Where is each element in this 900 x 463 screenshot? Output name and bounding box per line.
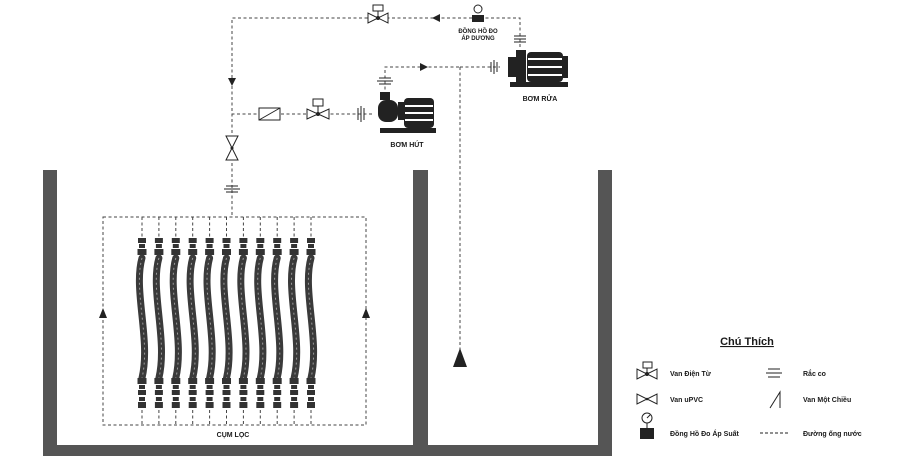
union-coupling-vertical	[224, 185, 240, 193]
solenoid-valve-suction	[306, 98, 330, 120]
suction-pump-label: BƠM HÚT	[390, 140, 424, 149]
suction-pump-icon	[378, 92, 436, 133]
legend-label-solenoid: Van Điện Từ	[670, 371, 712, 378]
legend-title: Chú Thích	[720, 336, 774, 348]
union-coupling-right	[490, 60, 498, 74]
filter-element	[152, 217, 165, 425]
filter-element	[237, 217, 250, 425]
solenoid-valve-icon	[636, 361, 658, 380]
union-coupling-icon	[766, 368, 782, 378]
legend-label-union: Rắc co	[803, 369, 826, 378]
gauge-label-2: ÁP DƯƠNG	[461, 35, 495, 42]
filter-cluster	[135, 217, 318, 425]
filter-element	[135, 217, 149, 425]
backwash-pump-icon	[508, 50, 568, 87]
filter-element	[203, 217, 216, 425]
legend-label-pipe: Đường ống nước	[803, 430, 862, 438]
pressure-gauge-top: ĐỒNG HỒ ĐO ÁP DƯƠNG	[458, 4, 498, 42]
legend-label-gauge: Đồng Hồ Đo Áp Suất	[670, 429, 739, 438]
pressure-gauge-icon	[640, 412, 654, 439]
filter-element	[186, 217, 199, 425]
upvc-valve-icon	[636, 393, 658, 405]
filter-element	[169, 217, 182, 425]
union-coupling-suction	[357, 106, 365, 122]
filter-element	[304, 217, 318, 425]
upvc-valve-vertical	[225, 135, 239, 161]
backwash-pump-label: BƠM RỬA	[523, 94, 558, 103]
legend-label-check: Van Một Chiều	[803, 395, 851, 404]
check-valve-icon	[769, 390, 781, 409]
solenoid-valve-top	[367, 4, 389, 24]
flow-arrows	[99, 14, 467, 367]
union-coupling-suction-top	[377, 77, 393, 85]
filter-element	[254, 217, 267, 425]
filter-element	[271, 217, 284, 425]
tank	[43, 170, 612, 456]
legend: Chú Thích Van Điện Từ Van uPVC Đồng Hồ Đ…	[636, 336, 862, 439]
filter-element	[288, 217, 301, 425]
filter-cluster-label: CỤM LỌC	[217, 432, 250, 439]
check-valve-suction	[258, 107, 281, 121]
union-coupling-top	[514, 35, 526, 43]
legend-label-upvc: Van uPVC	[670, 397, 703, 404]
filter-element	[220, 217, 233, 425]
gauge-label-1: ĐỒNG HỒ ĐO	[458, 28, 498, 35]
